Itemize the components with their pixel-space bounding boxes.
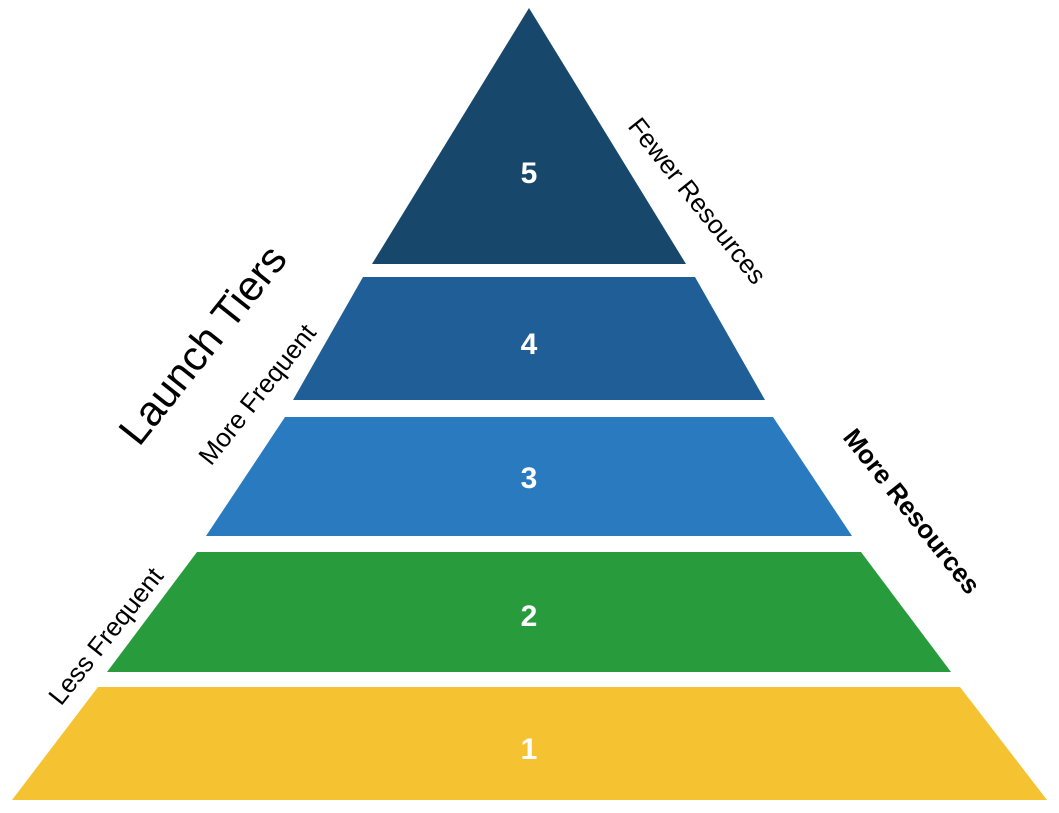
pyramid-tier-1[interactable] — [12, 687, 1047, 800]
pyramid-tier-2[interactable] — [107, 552, 951, 672]
pyramid-tier-4-label: 4 — [521, 328, 538, 361]
pyramid-tier-4[interactable] — [293, 277, 765, 400]
pyramid-tier-5-label: 5 — [521, 157, 538, 190]
pyramid-tier-1-label: 1 — [521, 733, 538, 766]
pyramid-tier-5[interactable] — [372, 8, 686, 264]
pyramid-tier-3[interactable] — [206, 417, 852, 536]
pyramid-tier-3-label: 3 — [521, 462, 538, 495]
pyramid-tier-2-label: 2 — [521, 600, 538, 633]
